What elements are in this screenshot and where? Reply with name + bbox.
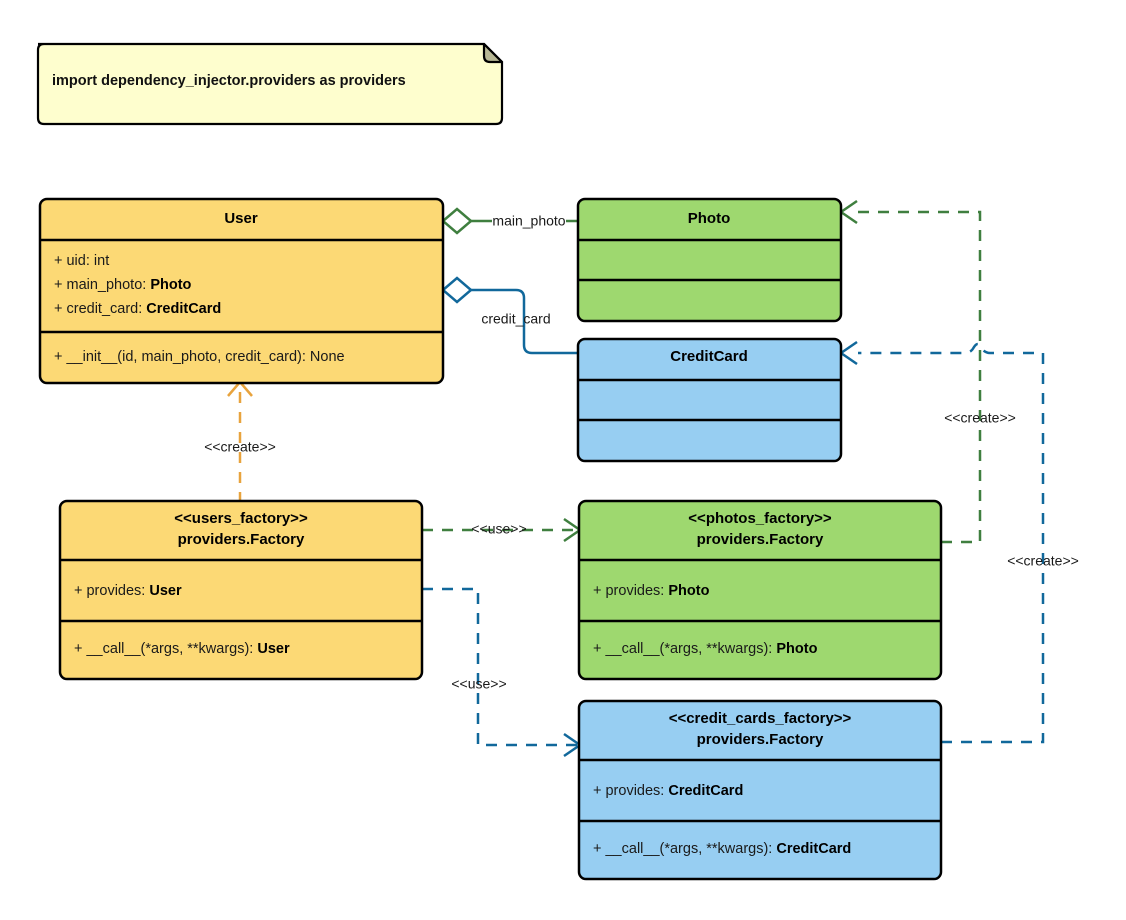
relation-user-creditcard: credit_card — [441, 276, 578, 355]
class-photos-factory-method: + __call__(*args, **kwargs): Photo — [593, 641, 818, 657]
class-users-factory-title: providers.Factory — [178, 531, 305, 548]
relation-user-photo-label: main_photo — [492, 213, 565, 229]
relation-usersfactory-creditcardsfactory-label: <<use>> — [451, 676, 506, 692]
relation-user-photo: main_photo — [441, 207, 578, 235]
class-user-attribute: + credit_card: CreditCard — [54, 301, 221, 317]
aggregation-diamond-icon — [441, 276, 473, 304]
class-users-factory-method: + __call__(*args, **kwargs): User — [74, 641, 290, 657]
class-photo-body — [576, 197, 843, 323]
relation-usersfactory-creditcardsfactory: <<use>> — [422, 587, 583, 758]
class-user-title: User — [224, 210, 258, 227]
class-credit-cards-factory-stereotype: <<credit_cards_factory>> — [669, 710, 852, 727]
class-user-method: + __init__(id, main_photo, credit_card):… — [54, 349, 345, 365]
class-creditcard-body — [576, 337, 843, 463]
class-box-users-factory[interactable]: <<users_factory>> providers.Factory + pr… — [58, 499, 424, 681]
class-credit-cards-factory-method: + __call__(*args, **kwargs): CreditCard — [593, 841, 851, 857]
relation-creditcardsfactory-creditcard-label: <<create>> — [1007, 553, 1079, 569]
class-photos-factory-attribute: + provides: Photo — [593, 583, 710, 599]
class-photos-factory-body — [577, 499, 943, 681]
class-credit-cards-factory-attribute: + provides: CreditCard — [593, 783, 743, 799]
relation-creditcardsfactory-creditcard-line — [858, 342, 1045, 744]
class-user-body — [38, 197, 445, 385]
relation-usersfactory-creditcardsfactory-line — [422, 587, 578, 747]
class-box-user[interactable]: User + uid: int + main_photo: Photo + cr… — [38, 197, 445, 385]
aggregation-diamond-icon — [441, 207, 473, 235]
class-box-creditcard[interactable]: CreditCard — [576, 337, 843, 463]
note-import: import dependency_injector.providers as … — [36, 42, 504, 126]
class-photos-factory-stereotype: <<photos_factory>> — [688, 510, 832, 527]
relation-user-creditcard-label: credit_card — [481, 311, 550, 327]
relation-photosfactory-photo-line — [858, 210, 982, 544]
relation-photosfactory-photo-label: <<create>> — [944, 410, 1016, 426]
note-text: import dependency_injector.providers as … — [52, 73, 406, 89]
class-users-factory-body — [58, 499, 424, 681]
class-credit-cards-factory-title: providers.Factory — [697, 731, 824, 748]
relation-usersfactory-photosfactory-label: <<use>> — [471, 521, 526, 537]
class-box-photos-factory[interactable]: <<photos_factory>> providers.Factory + p… — [577, 499, 943, 681]
relation-user-creditcard-line — [471, 288, 578, 355]
class-box-credit-cards-factory[interactable]: <<credit_cards_factory>> providers.Facto… — [577, 699, 943, 881]
class-creditcard-title: CreditCard — [670, 348, 748, 365]
class-users-factory-stereotype: <<users_factory>> — [174, 510, 308, 527]
class-user-attribute: + main_photo: Photo — [54, 277, 192, 293]
note-fold-icon — [482, 42, 504, 64]
note-body — [36, 42, 504, 126]
class-photos-factory-title: providers.Factory — [697, 531, 824, 548]
relation-usersfactory-user-label: <<create>> — [204, 439, 276, 455]
class-user-attribute: + uid: int — [54, 253, 109, 269]
class-credit-cards-factory-body — [577, 699, 943, 881]
class-users-factory-attribute: + provides: User — [74, 583, 182, 599]
class-photo-title: Photo — [688, 210, 731, 227]
class-box-photo[interactable]: Photo — [576, 197, 843, 323]
